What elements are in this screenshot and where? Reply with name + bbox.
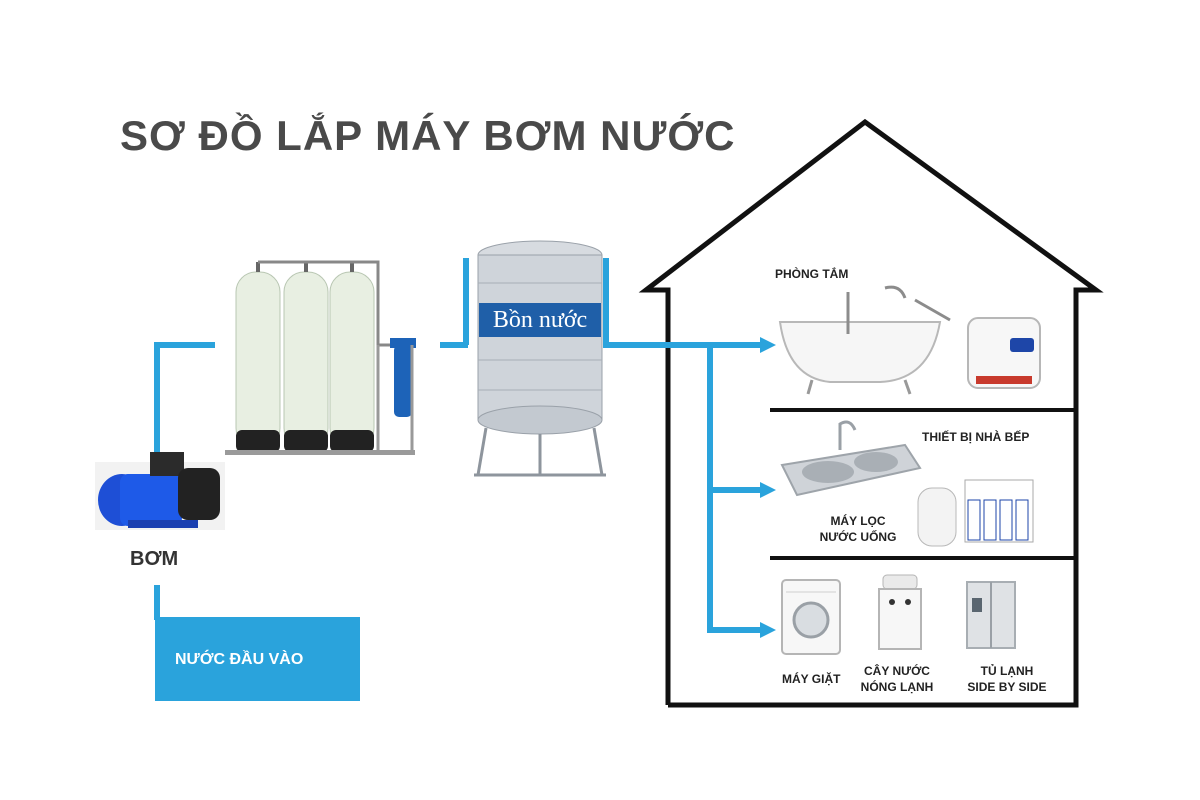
dispenser-label-line2: NÓNG LẠNH	[860, 680, 934, 694]
water-heater-icon	[967, 317, 1041, 389]
water-purifier-icon	[917, 479, 1034, 547]
pump-label: BƠM	[130, 548, 179, 570]
fridge-label: TỦ LẠNH SIDE BY SIDE	[962, 663, 1052, 695]
house-outline	[638, 118, 1104, 708]
water-pump-icon	[95, 452, 225, 530]
purifier-label: MÁY LỌC NƯỚC UỐNG	[808, 513, 908, 545]
filter-columns-icon	[225, 260, 416, 455]
water-dispenser-icon	[878, 574, 922, 650]
bathroom-label: PHÒNG TẮM	[775, 267, 849, 281]
water-pipes	[154, 258, 760, 633]
arrow-kitchen	[760, 482, 776, 498]
dispenser-label: CÂY NƯỚC NÓNG LẠNH	[854, 663, 940, 695]
bathtub-icon	[778, 285, 951, 395]
water-inlet-box: NƯỚC ĐẦU VÀO	[155, 617, 360, 701]
fridge-label-line1: TỦ LẠNH	[980, 664, 1034, 678]
side-by-side-fridge-icon	[966, 581, 1016, 649]
arrow-bathroom	[760, 337, 776, 353]
washer-label: MÁY GIẶT	[782, 672, 841, 686]
pipe-arrowheads	[760, 337, 776, 638]
tank-label: Bồn nước	[479, 303, 601, 337]
purifier-label-line1: MÁY LỌC	[830, 514, 886, 528]
diagram-title: SƠ ĐỒ LẮP MÁY BƠM NƯỚC	[120, 112, 736, 159]
kitchen-sink-icon	[780, 420, 922, 497]
water-inlet-label: NƯỚC ĐẦU VÀO	[175, 651, 304, 668]
washing-machine-icon	[781, 579, 841, 655]
kitchen-label: THIẾT BỊ NHÀ BẾP	[922, 430, 1030, 444]
fridge-label-line2: SIDE BY SIDE	[967, 680, 1047, 694]
dispenser-label-line1: CÂY NƯỚC	[864, 664, 930, 678]
arrow-appliances	[760, 622, 776, 638]
purifier-label-line2: NƯỚC UỐNG	[819, 530, 897, 544]
stainless-tank-icon	[474, 240, 606, 477]
